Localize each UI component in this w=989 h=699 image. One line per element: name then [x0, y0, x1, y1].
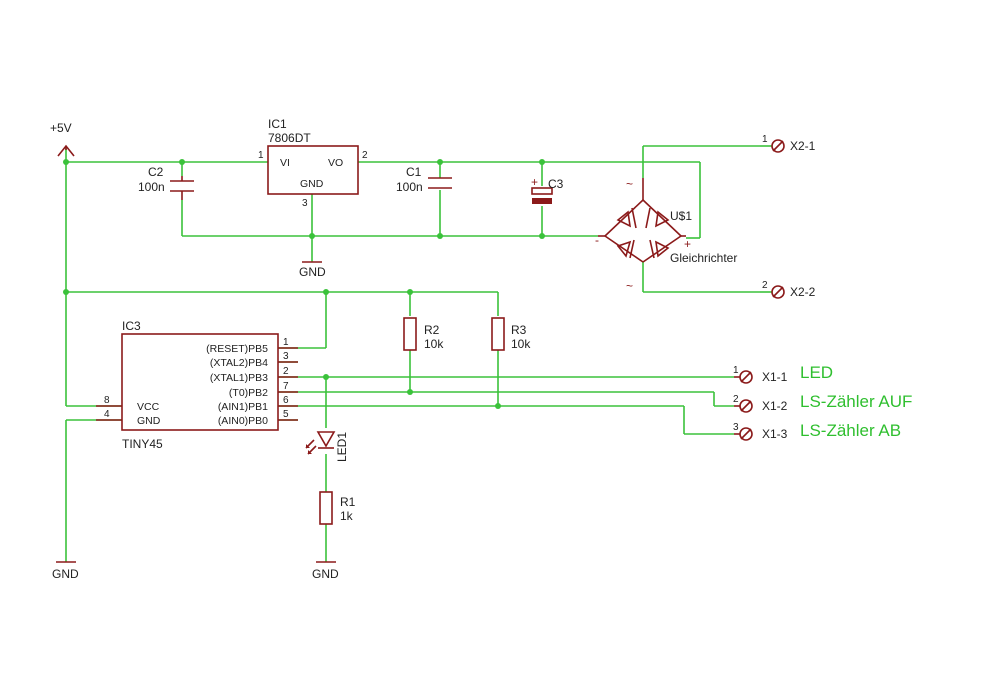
supply-label: +5V — [50, 121, 72, 135]
wires — [65, 145, 772, 562]
supply-symbol: +5V — [50, 121, 75, 157]
ground-label: GND — [52, 567, 79, 581]
resistor-r3: R3 10k — [491, 317, 531, 351]
ic3-pin-pb3-name: (XTAL1)PB3 — [210, 372, 268, 384]
rectifier-ac2-symbol: ~ — [626, 279, 633, 293]
rectifier-ref: U$1 — [670, 209, 692, 223]
resistor-r2: R2 10k — [403, 317, 444, 351]
resistor-r1: R1 1k — [319, 491, 356, 525]
ic1-vi-label: VI — [280, 157, 290, 169]
connector-x1-3: 3 X1-3 LS-Zähler AB — [733, 421, 901, 441]
ic3-pin-vcc-name: VCC — [137, 401, 160, 413]
rectifier-minus-symbol: - — [595, 233, 599, 247]
rectifier-plus-symbol: + — [684, 237, 691, 251]
ic1-ref: IC1 — [268, 117, 287, 131]
ic3-pin-pb5-name: (RESET)PB5 — [206, 343, 268, 355]
ic1-pin2: 2 — [362, 150, 368, 161]
c2-ref: C2 — [148, 165, 164, 179]
capacitor-c2: C2 100n — [138, 165, 194, 200]
ic3-pin-pb0-name: (AIN0)PB0 — [218, 415, 268, 427]
r3-value: 10k — [511, 337, 531, 351]
ic3-pin-pb2-num: 7 — [283, 381, 289, 392]
rectifier-ac1-symbol: ~ — [626, 177, 633, 191]
led-led1: LED1 — [305, 431, 349, 462]
ic1-pin3: 3 — [302, 198, 308, 209]
ic1-pin1: 1 — [258, 150, 264, 161]
r2-value: 10k — [424, 337, 444, 351]
x2-1-pin: 1 — [762, 134, 768, 145]
ic1-gnd-label: GND — [300, 178, 324, 190]
connector-x1-1: 1 X1-1 LED — [733, 363, 833, 384]
ground-label: GND — [299, 265, 326, 279]
r2-ref: R2 — [424, 323, 440, 337]
x1-2-ref: X1-2 — [762, 399, 788, 413]
rectifier-label: Gleichrichter — [670, 251, 737, 265]
ic3-pin-pb4-num: 3 — [283, 351, 289, 362]
junction-dots — [63, 159, 545, 409]
capacitor-c1: C1 100n — [396, 165, 452, 194]
c3-plus: + — [531, 175, 538, 189]
x1-1-note: LED — [800, 363, 833, 382]
ic3-ref: IC3 — [122, 319, 141, 333]
x1-3-ref: X1-3 — [762, 427, 788, 441]
c1-value: 100n — [396, 180, 423, 194]
ic3-value: TINY45 — [122, 437, 163, 451]
c1-ref: C1 — [406, 165, 422, 179]
ic1-vo-label: VO — [328, 157, 343, 169]
ground-label: GND — [312, 567, 339, 581]
capacitor-c3: + C3 — [531, 175, 564, 204]
x2-1-ref: X2-1 — [790, 139, 816, 153]
ic3-pin-gnd-num: 4 — [104, 409, 110, 420]
x1-1-ref: X1-1 — [762, 370, 788, 384]
connector-x1-2: 2 X1-2 LS-Zähler AUF — [733, 392, 912, 413]
regulator-ic1: IC1 7806DT VI VO GND 1 2 3 — [258, 117, 368, 209]
x1-2-pin: 2 — [733, 394, 739, 405]
bridge-rectifier: ~ ~ - + U$1 Gleichrichter — [595, 177, 737, 293]
ic3-pin-pb2-name: (T0)PB2 — [229, 387, 268, 399]
ground-symbol-ic3: GND — [52, 561, 79, 581]
x2-2-ref: X2-2 — [790, 285, 816, 299]
x1-3-note: LS-Zähler AB — [800, 421, 901, 440]
c2-value: 100n — [138, 180, 165, 194]
r1-value: 1k — [340, 509, 354, 523]
led1-ref: LED1 — [335, 432, 349, 462]
x1-1-pin: 1 — [733, 365, 739, 376]
ic3-pin-vcc-num: 8 — [104, 395, 110, 406]
x1-3-pin: 3 — [733, 422, 739, 433]
r3-ref: R3 — [511, 323, 527, 337]
ic3-pin-pb1-num: 6 — [283, 395, 289, 406]
connector-x2-2: 2 X2-2 — [762, 280, 816, 299]
c3-ref: C3 — [548, 177, 564, 191]
r1-ref: R1 — [340, 495, 356, 509]
ic3-pin-pb4-name: (XTAL2)PB4 — [210, 357, 268, 369]
ic3-pin-pb5-num: 1 — [283, 337, 289, 348]
ground-symbol-led: GND — [312, 561, 339, 581]
ic3-pin-pb3-num: 2 — [283, 366, 289, 377]
ground-symbol-regulator: GND — [299, 261, 326, 279]
microcontroller-ic3: IC3 TINY45 8 VCC 4 GND (RESET)PB5 (XTAL2… — [96, 319, 298, 451]
ic3-pin-pb0-num: 5 — [283, 409, 289, 420]
ic1-value: 7806DT — [268, 131, 311, 145]
x1-2-note: LS-Zähler AUF — [800, 392, 912, 411]
x2-2-pin: 2 — [762, 280, 768, 291]
ic3-pin-pb1-name: (AIN1)PB1 — [218, 401, 268, 413]
ic3-pin-gnd-name: GND — [137, 415, 161, 427]
connector-x2-1: 1 X2-1 — [762, 134, 816, 153]
